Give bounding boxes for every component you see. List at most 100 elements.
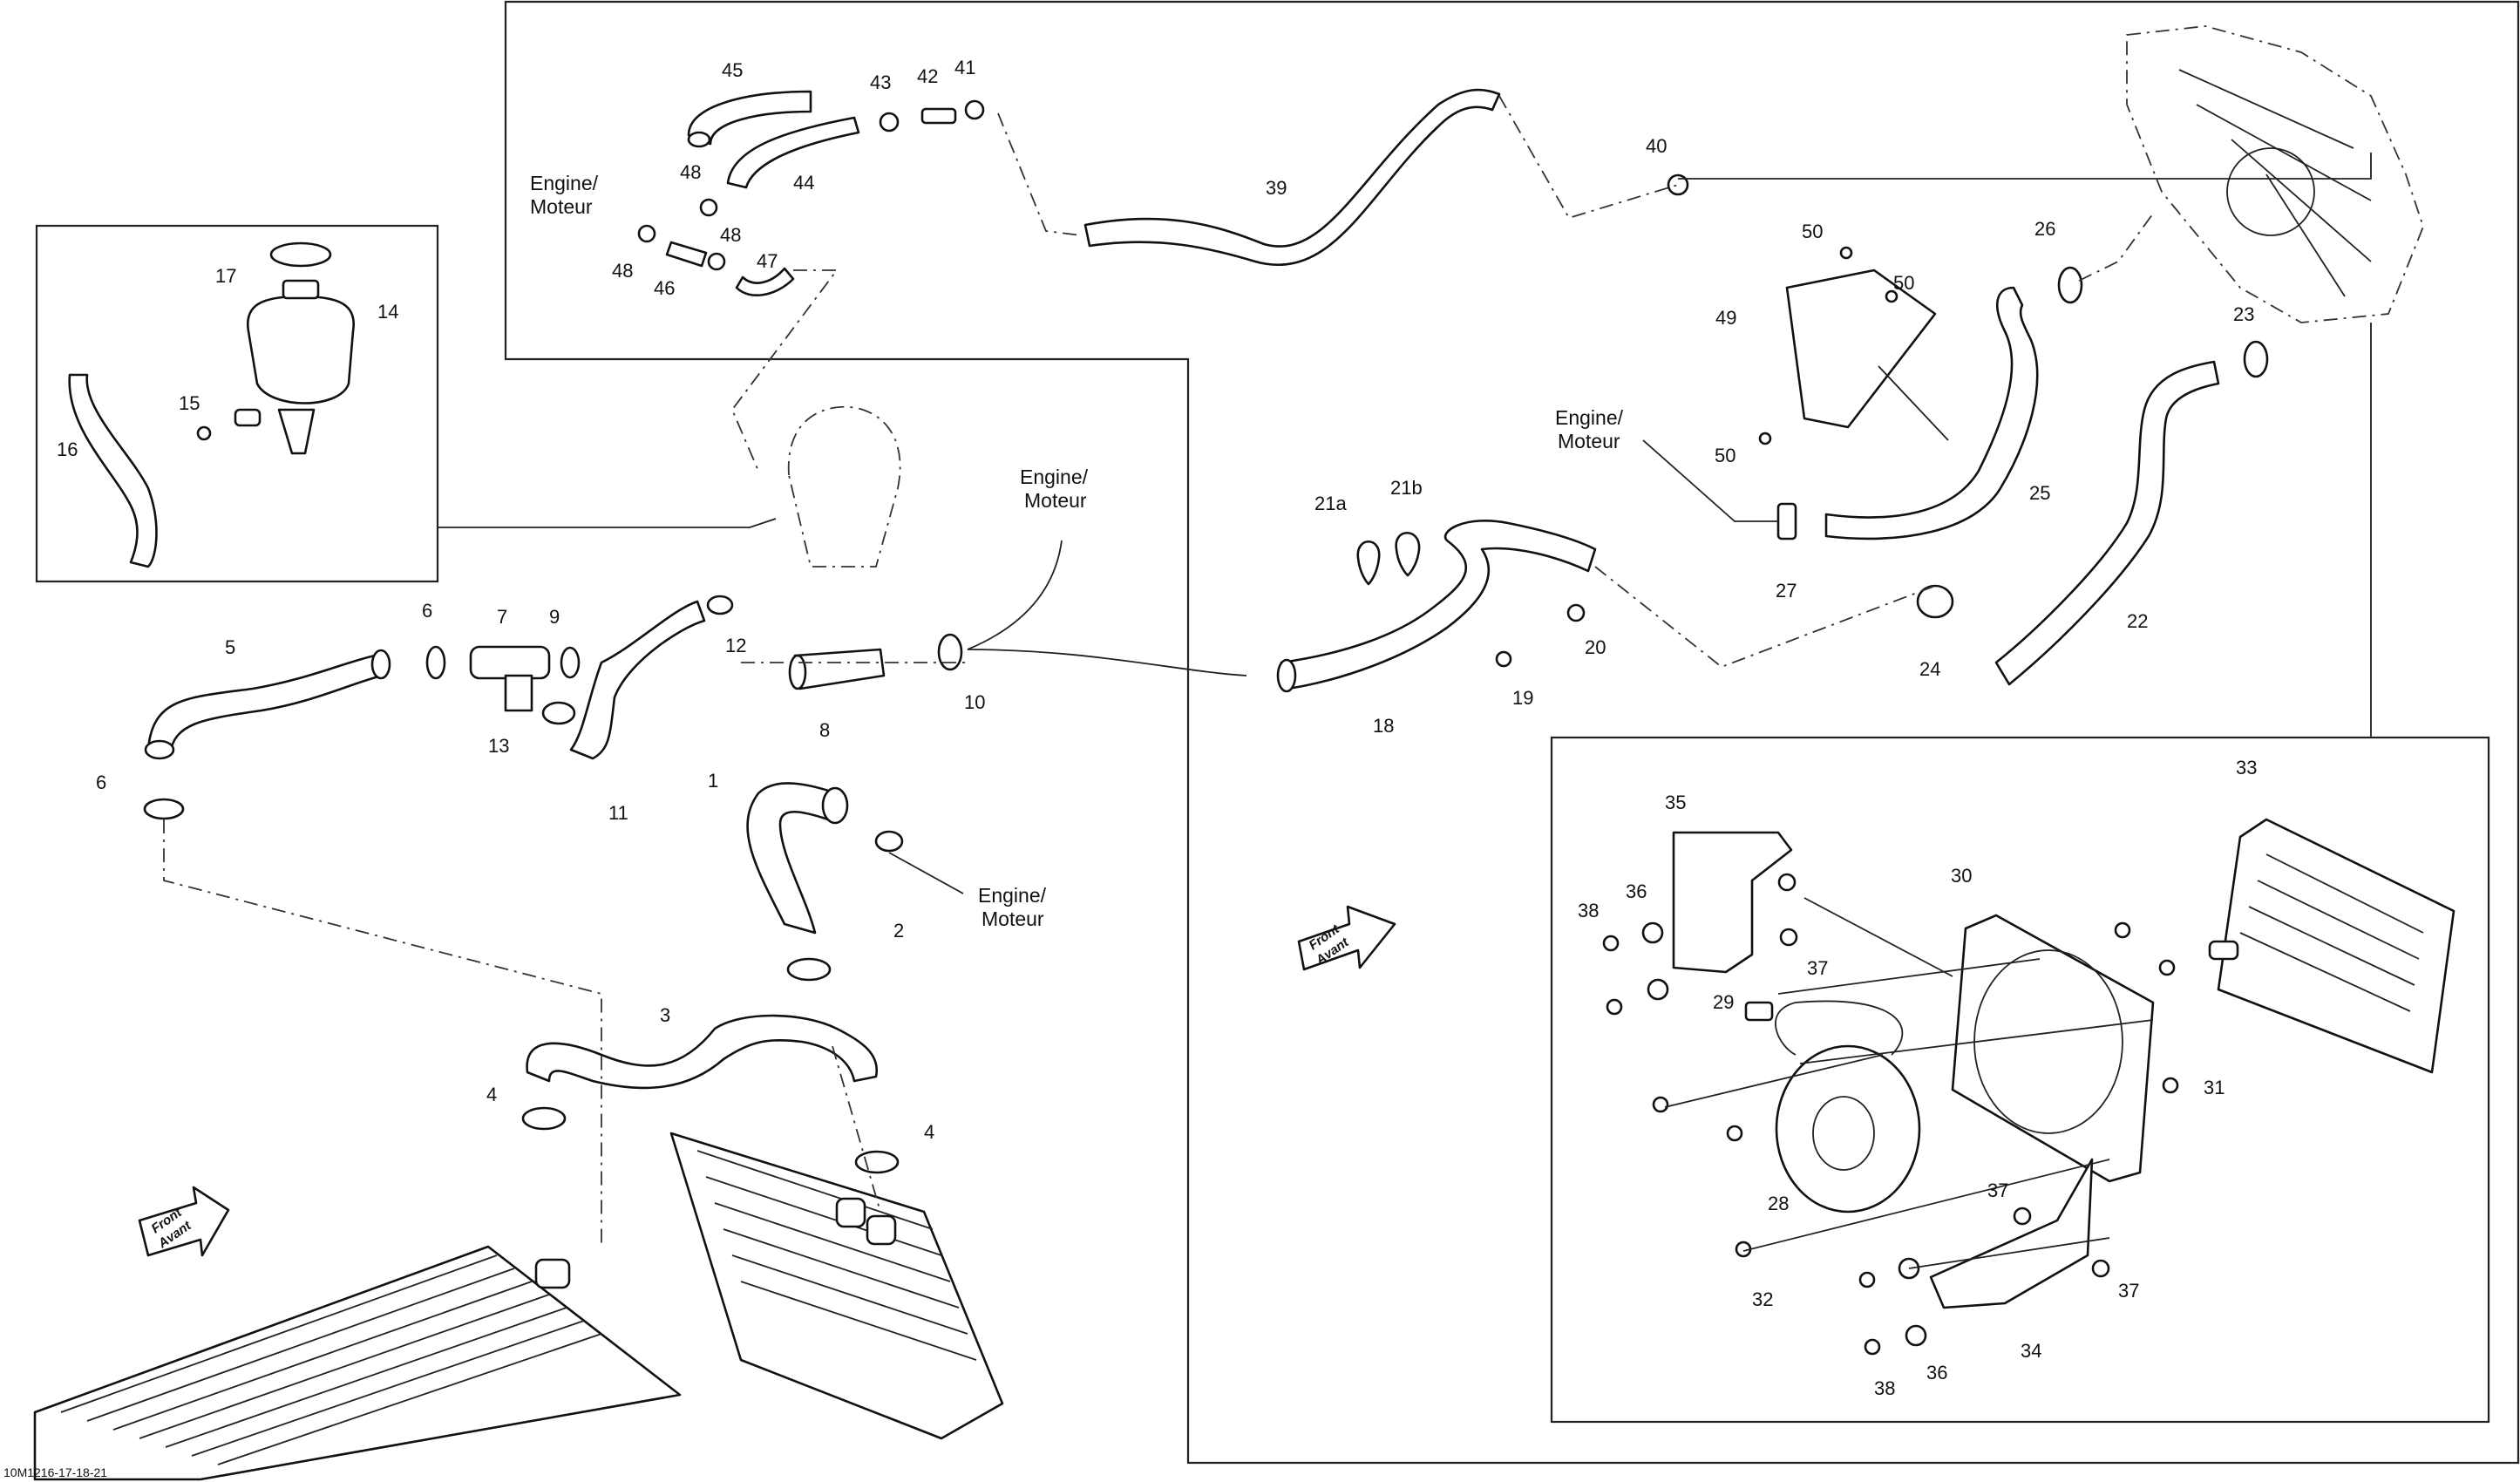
bolt-31-b bbox=[2158, 959, 2176, 976]
label-42: 42 bbox=[917, 65, 938, 87]
engine-note-2-line2: Moteur bbox=[1024, 489, 1087, 512]
label-50-b: 50 bbox=[1893, 272, 1914, 294]
link-hose-engine-1 bbox=[967, 540, 1063, 650]
label-45: 45 bbox=[722, 59, 743, 81]
label-36-a: 36 bbox=[1626, 880, 1647, 902]
frames bbox=[35, 0, 2520, 1465]
link-fan-dash-1 bbox=[1664, 897, 2154, 1269]
label-41: 41 bbox=[954, 57, 975, 78]
radiator-33-core bbox=[2239, 853, 2424, 1012]
label-32: 32 bbox=[1752, 1288, 1773, 1310]
label-35: 35 bbox=[1665, 792, 1686, 813]
label-7: 7 bbox=[497, 606, 507, 628]
link-bracket49 bbox=[1878, 365, 1949, 441]
radiator-side-tank bbox=[669, 1132, 1004, 1440]
hose-11 bbox=[569, 600, 706, 760]
clamp-9 bbox=[560, 646, 581, 679]
front-arrow-left-shape bbox=[138, 1186, 230, 1257]
link-hose18-22 bbox=[1594, 566, 1936, 669]
clamp-26 bbox=[2057, 266, 2083, 304]
hose-47 bbox=[735, 267, 795, 296]
expansion-tank bbox=[68, 241, 901, 568]
washer-36-a bbox=[1641, 921, 1664, 944]
label-3: 3 bbox=[660, 1004, 670, 1026]
fan-28-hub bbox=[1812, 1096, 1875, 1171]
bracket-49 bbox=[1785, 269, 1937, 429]
label-6-mid: 6 bbox=[422, 600, 432, 622]
tank-neck bbox=[282, 279, 320, 300]
bracket-35 bbox=[1672, 831, 1793, 974]
label-19: 19 bbox=[1512, 687, 1533, 709]
hose-44 bbox=[726, 116, 860, 189]
washer-36-a2 bbox=[1647, 978, 1669, 1001]
hose-3 bbox=[526, 1014, 879, 1090]
bolt-31-a bbox=[2114, 921, 2131, 939]
left-hose-group bbox=[143, 595, 963, 1174]
engine-silhouette bbox=[2126, 25, 2424, 323]
nut-32-a bbox=[1652, 1096, 1669, 1113]
nut-37-a2 bbox=[1779, 928, 1798, 947]
part-labels: 1 2 3 4 4 5 6 6 7 8 9 10 11 12 13 14 15 … bbox=[57, 57, 2257, 1399]
label-6-left: 6 bbox=[96, 772, 106, 793]
engine-note-1-line1: Engine/ bbox=[530, 172, 599, 194]
label-20: 20 bbox=[1585, 636, 1606, 658]
engine-note-4-line2: Moteur bbox=[1558, 430, 1620, 452]
engine-note-3-line1: Engine/ bbox=[978, 884, 1047, 907]
fan-28-wire bbox=[1775, 1000, 1904, 1056]
washer-36-c bbox=[1905, 1324, 1927, 1347]
hose-18-inlet bbox=[1276, 658, 1297, 693]
front-radiator bbox=[33, 1132, 1004, 1481]
label-18: 18 bbox=[1373, 715, 1394, 737]
label-12: 12 bbox=[725, 635, 746, 656]
label-43: 43 bbox=[870, 71, 891, 93]
label-8: 8 bbox=[819, 719, 830, 741]
label-17: 17 bbox=[215, 265, 236, 287]
link-clamp2-engine bbox=[888, 852, 964, 894]
label-50-a: 50 bbox=[1802, 221, 1823, 242]
label-36-b: 36 bbox=[1926, 1362, 1947, 1383]
label-48-a: 48 bbox=[680, 161, 701, 183]
label-47: 47 bbox=[757, 250, 778, 272]
fan-inset-parts bbox=[1602, 818, 2455, 1356]
bolt-38-a2 bbox=[1606, 998, 1623, 1016]
label-49: 49 bbox=[1715, 307, 1736, 329]
label-21b: 21b bbox=[1390, 477, 1423, 499]
label-30: 30 bbox=[1951, 865, 1972, 887]
radiator-neck-right-2 bbox=[866, 1214, 897, 1246]
reference-code: 10M1216-17-18-21 bbox=[3, 1465, 107, 1479]
bolt-50-a bbox=[1839, 246, 1853, 260]
label-50-c: 50 bbox=[1715, 445, 1735, 466]
label-48-b: 48 bbox=[612, 260, 633, 282]
radiator-fins bbox=[60, 1254, 602, 1465]
label-29: 29 bbox=[1713, 991, 1734, 1013]
clamp-4-right bbox=[854, 1150, 900, 1174]
t-fitting-7-branch bbox=[504, 674, 533, 712]
label-23: 23 bbox=[2233, 303, 2254, 325]
tank-14 bbox=[246, 295, 356, 404]
label-26: 26 bbox=[2034, 218, 2055, 240]
link-left-radiator bbox=[163, 819, 602, 1247]
radiator-side-fins bbox=[696, 1150, 977, 1361]
engine-detail-2 bbox=[2226, 147, 2315, 236]
bolt-38-b bbox=[1858, 1271, 1876, 1288]
engine-notes: Engine/ Moteur Engine/ Moteur Engine/ Mo… bbox=[530, 172, 1624, 930]
hose-16 bbox=[68, 373, 158, 568]
hose-18 bbox=[1280, 519, 1597, 690]
link-upper-tank bbox=[730, 269, 839, 472]
clamp-6-left bbox=[143, 798, 185, 820]
bolt-38-a bbox=[1602, 935, 1620, 952]
hose-1-end bbox=[821, 786, 849, 825]
label-13: 13 bbox=[488, 735, 509, 757]
label-28: 28 bbox=[1768, 1193, 1789, 1214]
fitting-46 bbox=[665, 241, 708, 268]
label-24: 24 bbox=[1919, 658, 1940, 680]
middle-hoses bbox=[1276, 246, 2269, 693]
engine-note-right: Engine/ Moteur bbox=[1555, 406, 1624, 452]
bolt-19 bbox=[1495, 650, 1512, 668]
clamp-2-top bbox=[874, 830, 904, 853]
label-37-c: 37 bbox=[2118, 1280, 2139, 1302]
hose-5-inlet bbox=[144, 739, 175, 760]
connector-29 bbox=[1744, 1001, 1774, 1022]
expansion-tank-inset bbox=[35, 224, 439, 583]
label-37-a: 37 bbox=[1807, 957, 1828, 979]
